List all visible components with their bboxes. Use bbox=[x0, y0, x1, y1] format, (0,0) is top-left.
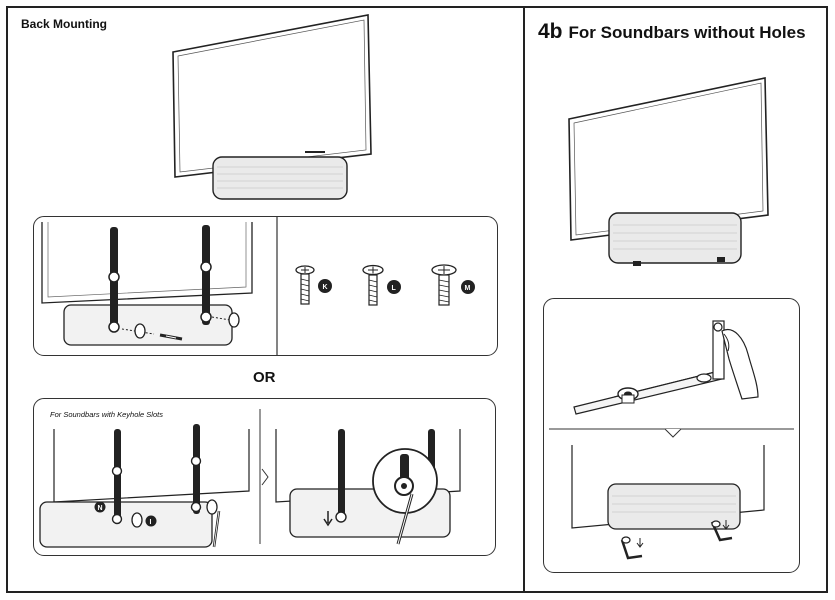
keyhole-step2-illustration bbox=[275, 429, 461, 545]
bracket-mounting-illustration bbox=[41, 222, 253, 346]
screw-m-label: M bbox=[465, 285, 471, 292]
screw-k-illustration: K bbox=[295, 265, 332, 305]
tv-with-soundbar-no-holes-illustration bbox=[568, 77, 769, 266]
or-separator: OR bbox=[253, 369, 276, 386]
panel2-divider bbox=[259, 409, 269, 544]
panel1-divider bbox=[276, 217, 278, 355]
soundbar-with-brackets-illustration bbox=[571, 445, 765, 560]
keyhole-step1-illustration: N I bbox=[39, 424, 250, 548]
page-border bbox=[6, 6, 828, 593]
screw-k-label: K bbox=[323, 284, 328, 291]
section-heading-4b: 4b For Soundbars without Holes bbox=[538, 20, 806, 44]
bracket-n-label: N bbox=[98, 505, 103, 512]
screw-m-illustration: M bbox=[431, 264, 475, 306]
section-heading-back-mounting: Back Mounting bbox=[21, 17, 107, 31]
bracket-assembly-illustration bbox=[573, 320, 759, 415]
step-title: For Soundbars without Holes bbox=[568, 23, 806, 42]
bracket-i-label: I bbox=[150, 519, 152, 526]
keyhole-caption: For Soundbars with Keyhole Slots bbox=[50, 410, 163, 419]
section-divider bbox=[523, 6, 525, 593]
screw-l-label: L bbox=[392, 285, 397, 292]
assembly-step-divider bbox=[549, 428, 794, 438]
step-number: 4b bbox=[538, 20, 563, 43]
screw-l-illustration: L bbox=[362, 264, 401, 306]
tv-with-soundbar-illustration bbox=[172, 14, 372, 200]
